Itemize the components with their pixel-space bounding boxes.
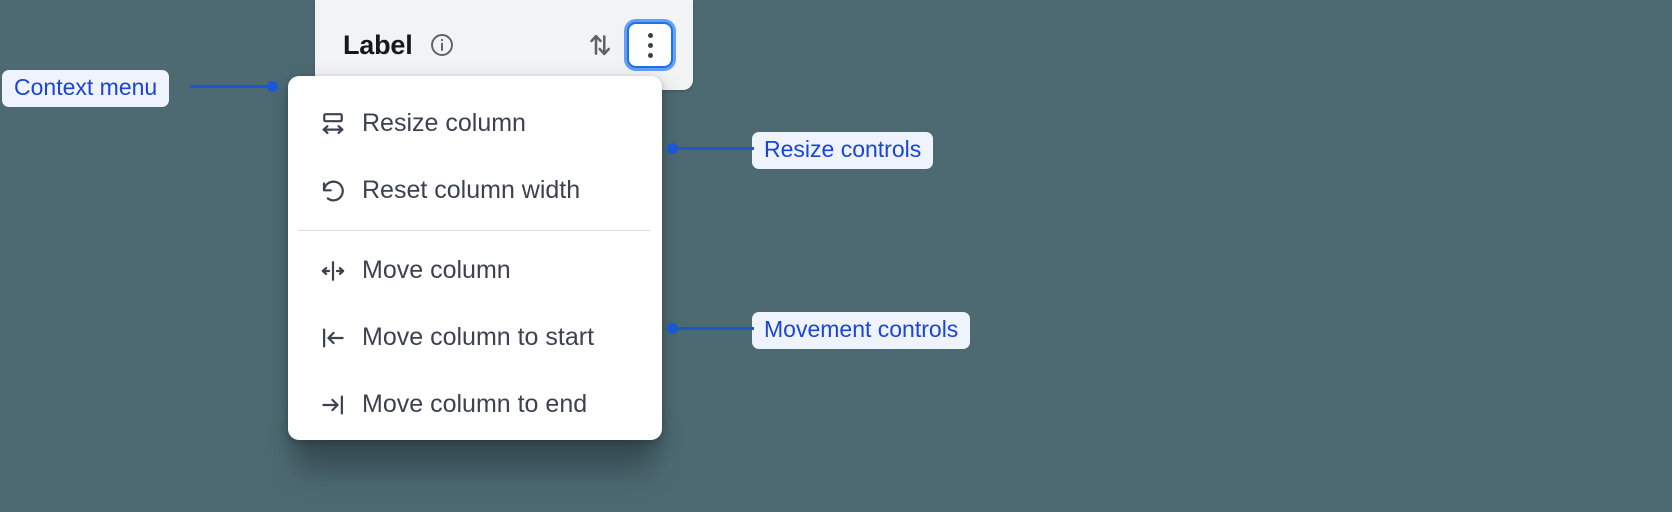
move-to-start-icon bbox=[318, 323, 348, 353]
menu-item-label: Move column to end bbox=[362, 390, 588, 418]
kebab-dot bbox=[647, 32, 653, 38]
menu-item-label: Move column bbox=[362, 256, 511, 284]
annotation-movement-controls: Movement controls bbox=[752, 312, 971, 349]
menu-item-label: Reset column width bbox=[362, 176, 581, 204]
kebab-dot bbox=[647, 42, 653, 48]
context-menu-panel: Resize column Reset column width bbox=[288, 76, 662, 440]
annotation-connector-line bbox=[672, 147, 754, 150]
menu-item-label: Resize column bbox=[362, 109, 526, 137]
annotation-connector-dot bbox=[267, 81, 278, 92]
resize-column-icon bbox=[318, 109, 348, 139]
menu-item-label: Move column to start bbox=[362, 323, 595, 351]
move-to-end-icon bbox=[318, 390, 348, 420]
annotation-connector-line bbox=[672, 327, 754, 330]
annotation-resize-controls: Resize controls bbox=[752, 132, 934, 169]
sort-up-down-icon[interactable] bbox=[583, 28, 617, 62]
menu-item-resize-column[interactable]: Resize column bbox=[288, 90, 662, 157]
annotation-context-menu: Context menu bbox=[2, 70, 170, 107]
page-title: Label bbox=[343, 29, 413, 60]
annotation-connector-dot bbox=[667, 143, 678, 154]
more-vertical-icon[interactable] bbox=[627, 22, 673, 68]
annotation-connector-line bbox=[190, 85, 272, 88]
menu-item-reset-column-width[interactable]: Reset column width bbox=[288, 157, 662, 224]
reset-width-icon bbox=[318, 176, 348, 206]
menu-item-move-column-to-end[interactable]: Move column to end bbox=[288, 371, 662, 438]
kebab-dot bbox=[647, 52, 653, 58]
annotation-connector-dot bbox=[667, 323, 678, 334]
column-header-card: Label bbox=[315, 0, 693, 90]
menu-item-move-column[interactable]: Move column bbox=[288, 237, 662, 304]
menu-item-move-column-to-start[interactable]: Move column to start bbox=[288, 304, 662, 371]
move-column-icon bbox=[318, 256, 348, 286]
menu-divider bbox=[298, 230, 650, 231]
info-circle-icon[interactable] bbox=[429, 32, 455, 58]
